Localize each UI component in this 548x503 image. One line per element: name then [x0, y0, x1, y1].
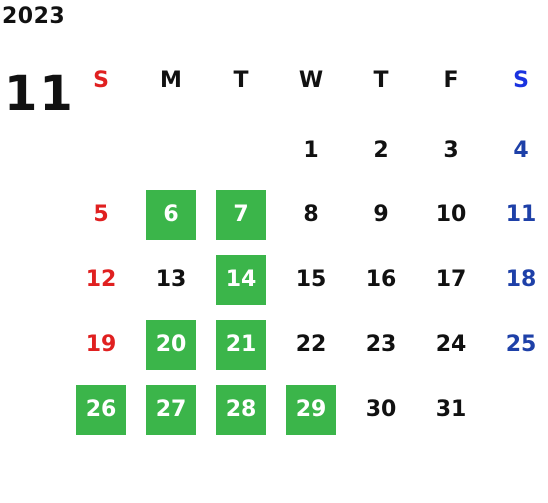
- weekday-header-fri: F: [443, 68, 459, 93]
- day-cell-25[interactable]: 25: [505, 332, 537, 357]
- day-cell-1[interactable]: 1: [303, 138, 319, 163]
- day-cell-31[interactable]: 31: [435, 397, 467, 422]
- day-cell-29[interactable]: 29: [286, 385, 336, 435]
- day-cell-20[interactable]: 20: [146, 320, 196, 370]
- day-cell-27[interactable]: 27: [146, 385, 196, 435]
- day-cell-24[interactable]: 24: [435, 332, 467, 357]
- month-label: 11: [4, 66, 75, 122]
- day-cell-9[interactable]: 9: [373, 202, 389, 227]
- day-cell-5[interactable]: 5: [93, 202, 109, 227]
- day-cell-6[interactable]: 6: [146, 190, 196, 240]
- day-cell-23[interactable]: 23: [365, 332, 397, 357]
- day-cell-15[interactable]: 15: [295, 267, 327, 292]
- day-cell-28[interactable]: 28: [216, 385, 266, 435]
- day-cell-18[interactable]: 18: [505, 267, 537, 292]
- day-cell-30[interactable]: 30: [365, 397, 397, 422]
- day-cell-11[interactable]: 11: [505, 202, 537, 227]
- day-cell-26[interactable]: 26: [76, 385, 126, 435]
- year-label: 2023: [2, 4, 66, 29]
- day-cell-22[interactable]: 22: [295, 332, 327, 357]
- day-cell-21[interactable]: 21: [216, 320, 266, 370]
- day-cell-7[interactable]: 7: [216, 190, 266, 240]
- day-cell-13[interactable]: 13: [155, 267, 187, 292]
- day-cell-3[interactable]: 3: [443, 138, 459, 163]
- day-cell-12[interactable]: 12: [85, 267, 117, 292]
- day-cell-19[interactable]: 19: [85, 332, 117, 357]
- weekday-header-mon: M: [160, 68, 182, 93]
- day-cell-4[interactable]: 4: [513, 138, 529, 163]
- day-cell-16[interactable]: 16: [365, 267, 397, 292]
- weekday-header-sat: S: [513, 68, 529, 93]
- day-cell-14[interactable]: 14: [216, 255, 266, 305]
- weekday-header-tue: T: [233, 68, 249, 93]
- weekday-header-sun: S: [93, 68, 109, 93]
- weekday-header-thu: T: [373, 68, 389, 93]
- weekday-header-wed: W: [298, 68, 324, 93]
- day-cell-10[interactable]: 10: [435, 202, 467, 227]
- day-cell-8[interactable]: 8: [303, 202, 319, 227]
- day-cell-17[interactable]: 17: [435, 267, 467, 292]
- day-cell-2[interactable]: 2: [373, 138, 389, 163]
